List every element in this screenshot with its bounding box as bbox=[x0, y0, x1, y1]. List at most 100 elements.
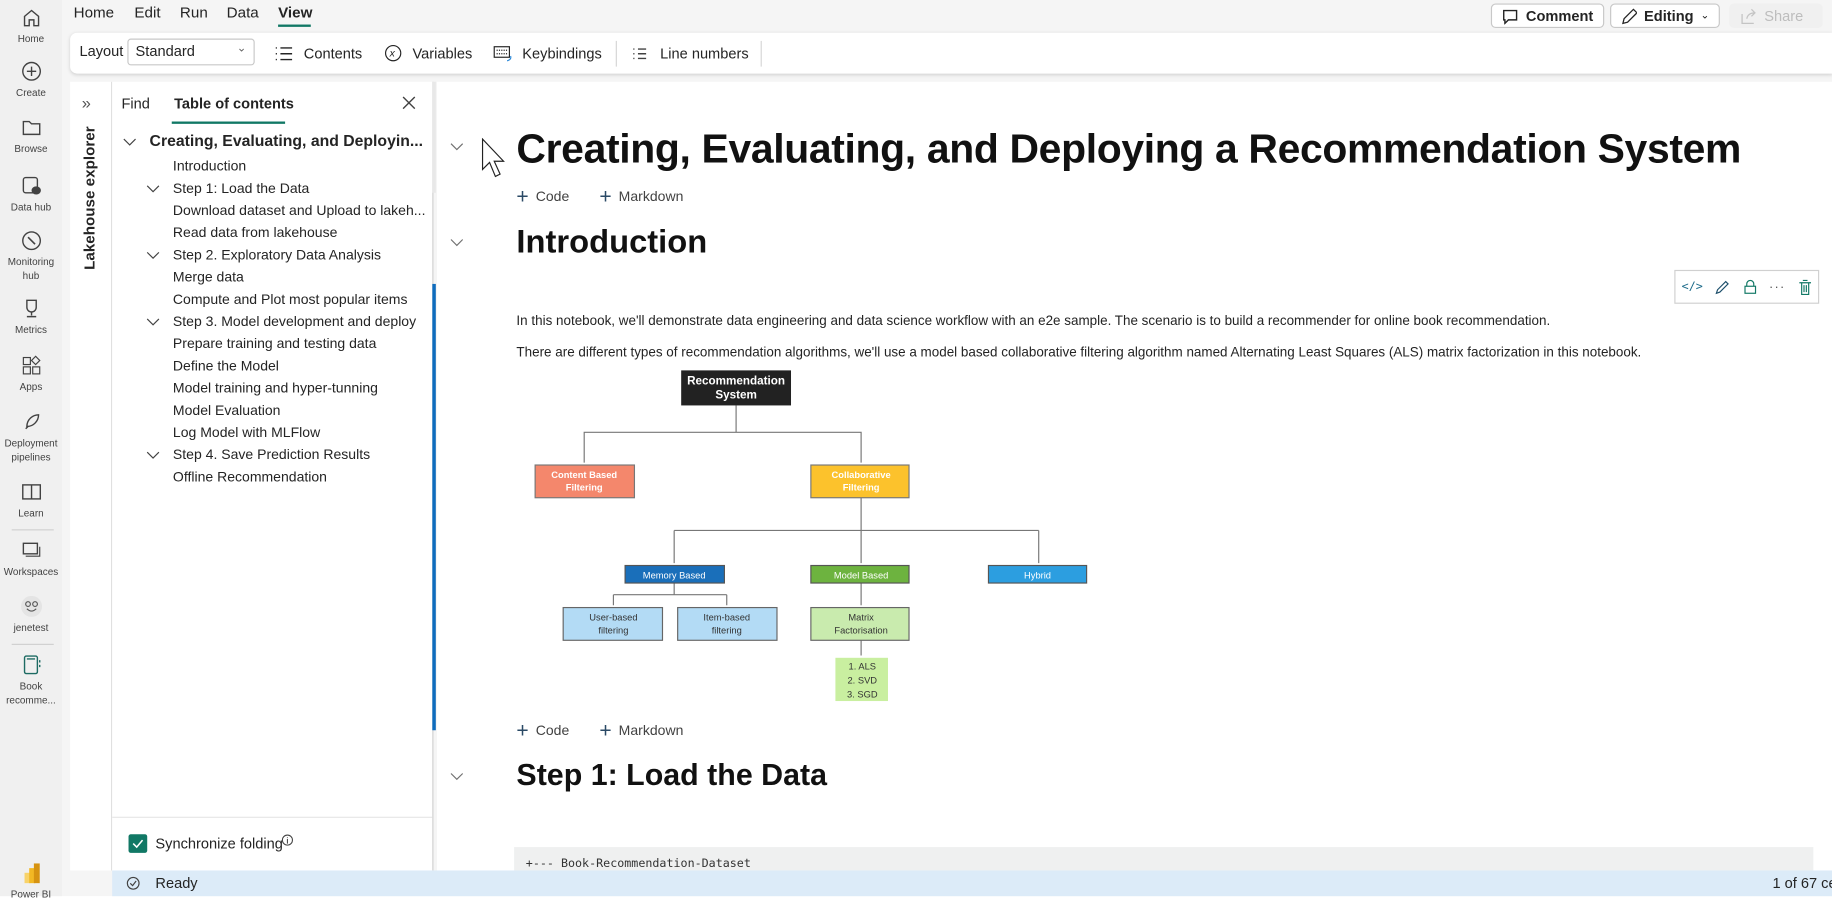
layout-dropdown[interactable]: Standard ⌄ bbox=[127, 38, 255, 66]
menu-run[interactable]: Run bbox=[179, 3, 208, 22]
menu-home[interactable]: Home bbox=[73, 3, 115, 22]
rail-label: Monitoring bbox=[7, 255, 55, 268]
contents-button[interactable]: Contents bbox=[275, 33, 362, 74]
share-button[interactable]: Share bbox=[1729, 3, 1823, 29]
rail-apps[interactable]: Apps bbox=[0, 355, 62, 394]
chevron-down-icon[interactable] bbox=[146, 451, 160, 460]
chevron-down-icon[interactable] bbox=[146, 251, 160, 260]
toc-root-item[interactable]: Creating, Evaluating, and Deployin... bbox=[149, 132, 424, 150]
lakehouse-explorer-label[interactable]: Lakehouse explorer bbox=[80, 126, 99, 270]
menu-active-indicator bbox=[278, 24, 311, 27]
add-markdown-button[interactable]: +Markdown bbox=[599, 184, 683, 208]
plus-icon: + bbox=[599, 184, 612, 208]
rail-learn[interactable]: Learn bbox=[0, 481, 62, 520]
add-markdown-label: Markdown bbox=[618, 722, 684, 739]
chevron-down-icon[interactable] bbox=[123, 138, 137, 147]
toc-item[interactable]: Step 1: Load the Data bbox=[172, 179, 310, 197]
view-ribbon: Layout Standard ⌄ Contents x Variables K… bbox=[70, 32, 1832, 74]
menu-data[interactable]: Data bbox=[226, 3, 259, 22]
node-label: Filtering bbox=[843, 483, 880, 493]
lakehouse-explorer-collapsed[interactable]: » Lakehouse explorer bbox=[70, 81, 113, 871]
lock-icon[interactable] bbox=[1743, 279, 1757, 294]
rail-metrics[interactable]: Metrics bbox=[0, 298, 62, 337]
chevron-down-icon[interactable] bbox=[146, 185, 160, 194]
contents-list-icon bbox=[275, 46, 293, 60]
menu-edit[interactable]: Edit bbox=[134, 3, 161, 22]
node-label: 2. SVD bbox=[847, 676, 877, 686]
layout-label: Layout bbox=[79, 43, 124, 60]
delete-trash-icon[interactable] bbox=[1798, 279, 1812, 295]
more-options-icon[interactable]: ··· bbox=[1769, 279, 1786, 294]
toc-scrollbar[interactable] bbox=[432, 81, 436, 193]
node-matrix-factorisation bbox=[810, 606, 910, 641]
toc-item[interactable]: Step 4. Save Prediction Results bbox=[172, 446, 371, 463]
rail-divider bbox=[11, 529, 54, 531]
rocket-icon bbox=[24, 414, 39, 430]
toc-item[interactable]: Read data from lakehouse bbox=[172, 224, 338, 241]
rail-workspace-jenetest[interactable]: jenetest bbox=[0, 595, 62, 635]
menu-view[interactable]: View bbox=[278, 3, 313, 22]
rail-data-hub[interactable]: Data hub bbox=[0, 175, 62, 214]
close-icon[interactable] bbox=[402, 96, 416, 110]
add-code-button[interactable]: +Code bbox=[516, 186, 570, 207]
toc-item[interactable]: Merge data bbox=[172, 268, 244, 286]
ribbon-divider bbox=[615, 40, 617, 67]
toc-item[interactable]: Prepare training and testing data bbox=[172, 335, 377, 352]
code-cell[interactable]: +--- Book-Recommendation-Dataset bbox=[514, 847, 1814, 871]
synchronize-folding-checkbox[interactable] bbox=[128, 834, 148, 853]
node-label: Hybrid bbox=[1024, 570, 1051, 580]
rail-browse[interactable]: Browse bbox=[0, 117, 62, 156]
line-numbers-button[interactable]: Line numbers bbox=[632, 33, 749, 74]
toc-item[interactable]: Step 2. Exploratory Data Analysis bbox=[172, 246, 382, 263]
add-markdown-button[interactable]: +Markdown bbox=[599, 720, 684, 741]
node-label: Recommendation bbox=[687, 374, 785, 387]
chevron-down-icon[interactable] bbox=[146, 318, 160, 327]
group-icon bbox=[20, 595, 42, 617]
toc-item[interactable]: Model training and hyper-tunning bbox=[172, 379, 378, 397]
toc-item[interactable]: Log Model with MLFlow bbox=[172, 424, 321, 441]
monitoring-icon bbox=[21, 231, 41, 251]
node-label: 1. ALS bbox=[849, 661, 876, 671]
keybindings-button[interactable]: Keybindings bbox=[493, 33, 602, 74]
node-label: Item-based bbox=[703, 612, 750, 622]
collapse-chevron-icon[interactable] bbox=[450, 143, 464, 152]
toc-item[interactable]: Step 3. Model development and deploy bbox=[172, 313, 417, 330]
tab-table-of-contents[interactable]: Table of contents bbox=[174, 95, 294, 113]
divider bbox=[112, 816, 433, 818]
trophy-icon bbox=[25, 299, 37, 318]
node-hybrid bbox=[987, 564, 1088, 584]
variables-button[interactable]: x Variables bbox=[384, 33, 472, 74]
code-toggle-icon[interactable]: </> bbox=[1681, 280, 1703, 294]
toc-item[interactable]: Introduction bbox=[172, 157, 247, 175]
add-code-label: Code bbox=[535, 188, 570, 205]
comment-icon bbox=[1503, 9, 1518, 24]
expand-icon[interactable]: » bbox=[81, 93, 91, 113]
variable-icon: x bbox=[384, 44, 402, 62]
comment-button[interactable]: Comment bbox=[1490, 3, 1605, 29]
toc-item[interactable]: Model Evaluation bbox=[172, 401, 281, 419]
toc-item[interactable]: Compute and Plot most popular items bbox=[172, 290, 408, 308]
collapse-chevron-icon[interactable] bbox=[450, 238, 464, 247]
add-code-button[interactable]: +Code bbox=[516, 720, 569, 741]
edit-pencil-icon[interactable] bbox=[1715, 279, 1730, 295]
rail-powerbi[interactable]: Power BI bbox=[0, 862, 62, 901]
toc-item[interactable]: Download dataset and Upload to lakeh... bbox=[172, 202, 426, 219]
tab-find[interactable]: Find bbox=[121, 95, 150, 113]
collapse-chevron-icon[interactable] bbox=[450, 772, 464, 781]
rail-home[interactable]: Home bbox=[0, 7, 62, 46]
rail-workspaces[interactable]: Workspaces bbox=[0, 540, 62, 579]
workspaces-icon bbox=[22, 542, 40, 557]
node-collaborative bbox=[810, 464, 910, 499]
rail-create[interactable]: Create bbox=[0, 61, 62, 100]
rail-label: Book bbox=[19, 680, 43, 692]
info-icon[interactable] bbox=[281, 834, 294, 846]
keyboard-icon bbox=[493, 46, 512, 62]
toc-item[interactable]: Offline Recommendation bbox=[172, 468, 327, 485]
node-user-based bbox=[562, 606, 664, 641]
toc-item[interactable]: Define the Model bbox=[172, 357, 279, 374]
editing-mode-button[interactable]: Editing ⌄ bbox=[1610, 3, 1720, 29]
share-label: Share bbox=[1764, 7, 1804, 24]
